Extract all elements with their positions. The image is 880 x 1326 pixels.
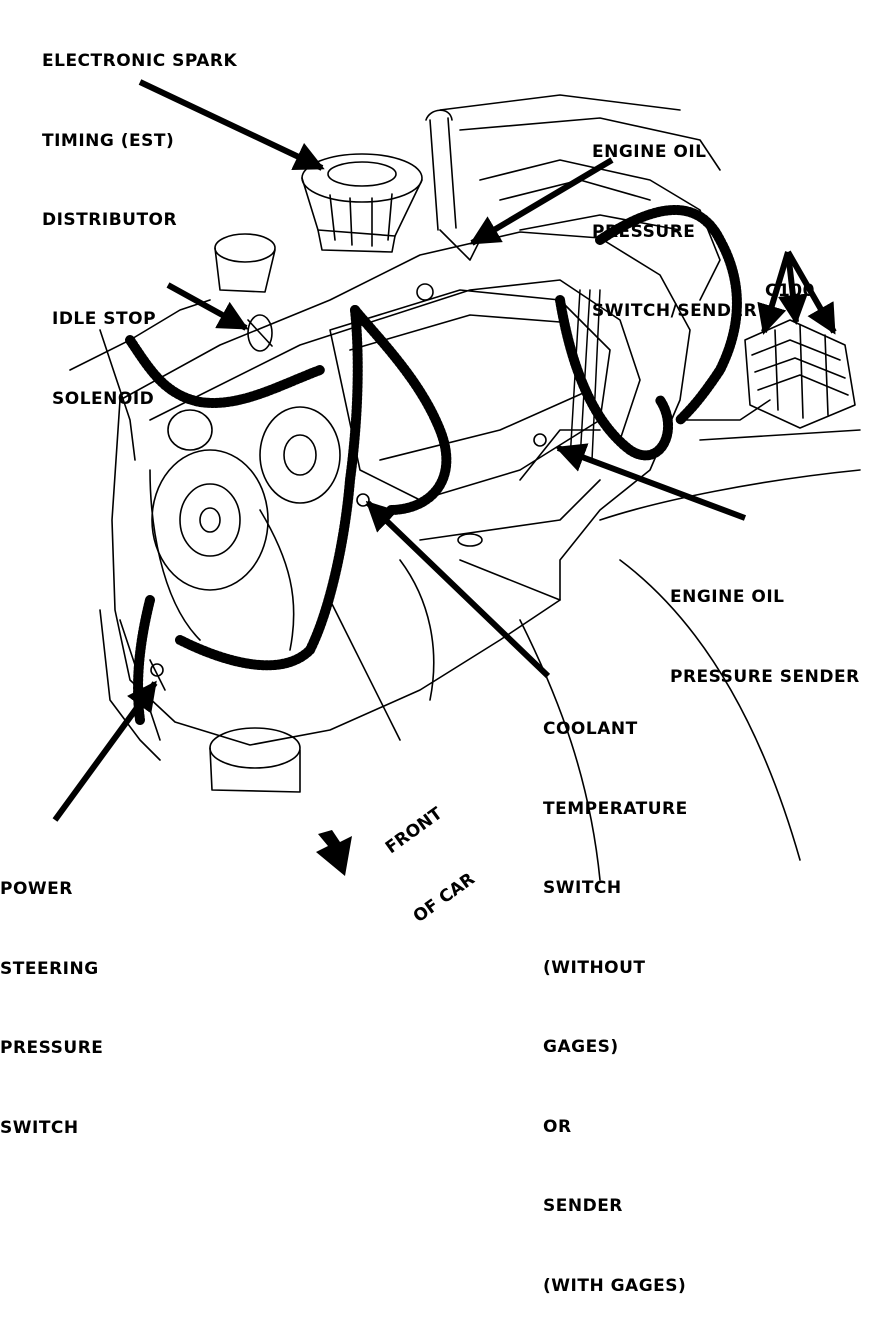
arrow-power-steering <box>52 680 158 822</box>
engine-illustration <box>69 94 861 881</box>
label-oil-pressure-sender: ENGINE OIL PRESSURE SENDER <box>670 587 860 687</box>
label-oil-switch-sender: ENGINE OIL PRESSURE SWITCH/SENDER <box>592 142 758 321</box>
arrow-oil-switch-sender <box>469 157 614 246</box>
leader-arrows <box>52 79 837 822</box>
engine-diagram <box>52 79 861 881</box>
arrow-est-distributor <box>138 79 325 171</box>
label-c100: C100 <box>765 281 815 301</box>
arrow-coolant <box>365 500 551 679</box>
arrow-idle-stop <box>166 282 249 331</box>
arrow-c100-b <box>778 251 808 325</box>
label-coolant-temperature: COOLANT TEMPERATURE SWITCH (WITHOUT GAGE… <box>543 719 688 1296</box>
label-est-distributor: ELECTRONIC SPARK TIMING (EST) DISTRIBUTO… <box>42 51 238 230</box>
label-power-steering-switch: POWER STEERING PRESSURE SWITCH <box>0 879 104 1138</box>
arrow-oil-sender <box>555 443 747 521</box>
front-of-car-arrow-icon <box>316 830 352 876</box>
arrow-c100-a <box>757 251 791 335</box>
arrow-c100-c <box>785 250 837 335</box>
label-idle-stop-solenoid: IDLE STOP SOLENOID <box>52 309 157 409</box>
